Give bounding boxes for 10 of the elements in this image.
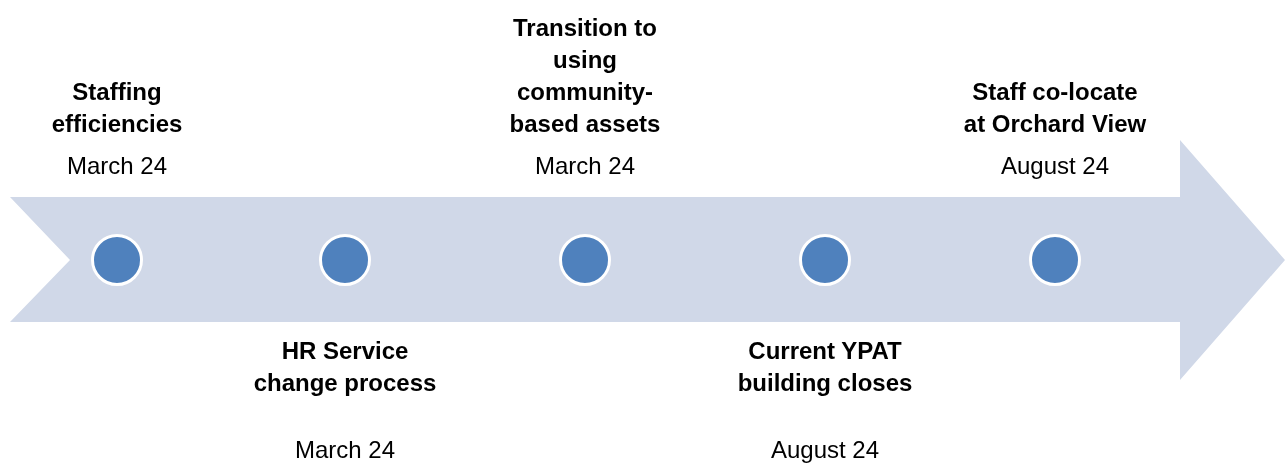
- milestone-title: HR Service change process: [252, 336, 438, 398]
- milestone-title: Staffing efficiencies: [50, 77, 184, 139]
- milestone-date: March 24: [533, 151, 636, 181]
- milestone-title: Current YPAT building closes: [736, 336, 914, 398]
- milestone-title: Transition to using community-based assets: [508, 13, 662, 139]
- milestone-date: March 24: [293, 435, 396, 465]
- milestone-date: August 24: [999, 151, 1111, 181]
- milestone-date: August 24: [769, 435, 881, 465]
- milestone-title: Staff co-locate at Orchard View: [962, 77, 1148, 139]
- milestone-date: March 24: [65, 151, 168, 181]
